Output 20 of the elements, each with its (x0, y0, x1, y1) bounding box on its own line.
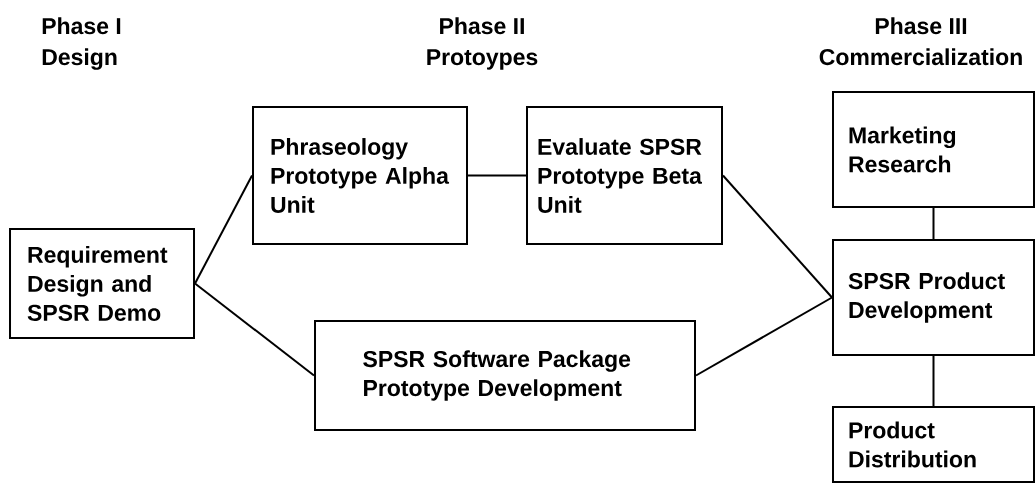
connector-line (722, 174, 833, 299)
phase-heading: Phase I (42, 17, 121, 35)
process-box: Phraseology Prototype Alpha Unit (252, 106, 468, 245)
process-box: Product Distribution (832, 406, 1035, 483)
connector-line (932, 207, 935, 240)
connector-line (932, 355, 935, 407)
phase-heading: Phase III (875, 17, 967, 35)
phase-heading: Protoypes (427, 49, 538, 70)
connector-line (695, 296, 833, 377)
phase-heading: Commercialization (819, 48, 1022, 66)
connector-line (467, 174, 527, 177)
process-box: Evaluate SPSR Prototype Beta Unit (526, 106, 723, 245)
process-box: SPSR Software Package Prototype Development (314, 320, 696, 431)
phase-heading: Design (42, 48, 117, 70)
connector-line (194, 174, 253, 285)
connector-line (194, 282, 315, 377)
phase-heading: Phase II (440, 17, 524, 35)
process-box: SPSR Product Development (832, 239, 1035, 356)
process-box: Marketing Research (832, 91, 1035, 208)
process-box: Requirement Design and SPSR Demo (9, 228, 195, 339)
